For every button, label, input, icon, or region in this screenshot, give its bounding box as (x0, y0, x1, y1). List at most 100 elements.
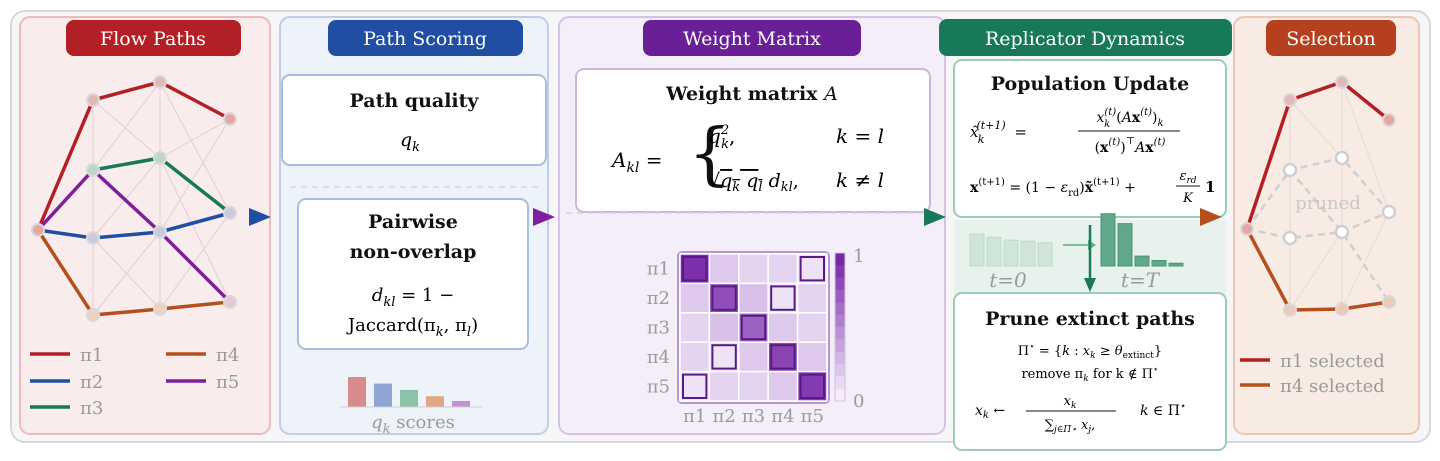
heatmap-highlight (770, 344, 796, 370)
svg-text:k ∈ Π⋆: k ∈ Π⋆ (1140, 401, 1186, 419)
heatmap-highlight (682, 373, 708, 400)
selected-label-2: π4 selected (1280, 376, 1385, 397)
overlap-title-line1: Pairwise (368, 211, 458, 233)
quality-symbol: qk (400, 129, 420, 155)
legend-label-5: π5 (216, 372, 239, 393)
heatmap-col-label: π2 (712, 406, 735, 427)
scoring-title: Path Scoring (363, 28, 487, 50)
colorbar-step (835, 314, 845, 328)
heatmap-cell (708, 282, 740, 314)
score-bar (426, 396, 444, 407)
update-box (953, 59, 1227, 218)
tT-label: t=T (1121, 268, 1161, 292)
colorbar-step (835, 327, 845, 340)
colorbar-step (835, 302, 845, 316)
heatmap-row-label: π2 (647, 288, 670, 309)
heatmap-cell (708, 370, 740, 402)
heatmap-cell (679, 312, 711, 343)
colorbar-step (835, 339, 845, 353)
svg-text:xk ←: xk ← (975, 403, 1005, 421)
selected-path-1 (1245, 80, 1391, 230)
heatmap-highlight (711, 344, 737, 370)
colorbar-step (835, 265, 845, 279)
heatmap-cell (796, 253, 828, 285)
heatmap-highlight (740, 314, 767, 341)
selection-panel: Selection pruned (1233, 16, 1420, 435)
heatmap-cell (738, 312, 769, 343)
legend-label-4: π4 (216, 345, 239, 366)
colorbar-step (835, 277, 845, 291)
flow-path-5 (36, 167, 232, 304)
heatmap-cell (679, 253, 711, 285)
selection-graph-nodes (1240, 75, 1397, 317)
population-bar-after (1168, 262, 1184, 267)
population-bar-after (1151, 260, 1167, 267)
flow-title-pill (66, 20, 241, 56)
weight-heatmap (677, 251, 830, 404)
svg-text:1: 1 (1205, 178, 1215, 196)
heatmap-cell (679, 370, 711, 402)
heatmap-highlight (799, 256, 825, 282)
population-bar-after (1134, 255, 1150, 267)
overlap-title-line2: non-overlap (350, 241, 477, 263)
matrix-formula-box (575, 68, 931, 213)
flow-legend: π1 π2 π3 π4 π5 (30, 345, 239, 419)
legend-label-1: π1 (80, 345, 103, 366)
down-arrow-head (1084, 278, 1096, 292)
heatmap-cell (738, 253, 769, 285)
population-bar-before (969, 233, 985, 267)
heatmap-cell (738, 341, 769, 373)
heatmap-highlight (770, 285, 796, 311)
pruned-edges (1245, 156, 1391, 303)
heatmap-row-label: π4 (647, 347, 670, 368)
heatmap-cell (767, 370, 799, 402)
flow-path-1 (36, 80, 231, 231)
selection-title: Selection (1286, 28, 1376, 50)
heatmap-cell (796, 370, 828, 402)
weight-matrix-panel: Weight Matrix Weight matrix A Akl = { q2… (558, 16, 946, 435)
heatmap-cell (796, 341, 828, 373)
update-title: Population Update (991, 73, 1190, 95)
heatmap-cell (708, 253, 740, 285)
scoring-title-pill (328, 20, 523, 56)
heatmap-cell (767, 341, 799, 373)
population-bars-after (1100, 213, 1184, 267)
arrow-replicator-to-selection (1200, 208, 1222, 226)
heatmap-cell (796, 282, 828, 314)
score-bar (348, 377, 366, 407)
population-bar-before (1020, 240, 1036, 267)
flow-paths-panel: Flow Paths (19, 16, 271, 435)
score-bar (400, 389, 418, 407)
replicator-panel: Replicator Dynamics Population Update x̃… (939, 19, 1232, 451)
heatmap-cell (767, 282, 799, 314)
selected-label-1: π1 selected (1280, 351, 1385, 372)
population-bar-before (1037, 242, 1053, 267)
overlap-eq-line1: dkl = 1 − (372, 285, 454, 310)
prune-equation-2: remove πk for k ∉ Π⋆ (1021, 365, 1158, 384)
svg-text:K: K (1182, 191, 1194, 206)
colorbar-frame (834, 252, 846, 402)
matrix-case2: √qk ql dkl, (708, 170, 799, 195)
selected-path-4 (1245, 228, 1390, 312)
legend-label-3: π3 (80, 398, 103, 419)
flow-title: Flow Paths (100, 28, 206, 50)
matrix-title: Weight Matrix (683, 28, 821, 50)
quality-title: Path quality (350, 90, 480, 112)
heatmap-cell (796, 312, 828, 343)
selection-panel-bg (1233, 16, 1420, 435)
svg-text:(x(t))⊤Ax(t): (x(t))⊤Ax(t) (1095, 136, 1166, 156)
flow-path-4 (36, 229, 231, 317)
matrix-case1-cond: k = l (836, 124, 884, 148)
matrix-title-pill (643, 20, 861, 56)
colorbar-step (835, 290, 845, 303)
heatmap-row-label: π3 (647, 318, 670, 339)
colorbar-step (835, 253, 845, 266)
heatmap-frame (677, 251, 830, 404)
colorbar-min-label: 0 (853, 391, 864, 412)
selection-title-pill (1266, 20, 1396, 56)
heatmap-cell (738, 370, 769, 402)
heatmap-cell (708, 341, 740, 373)
